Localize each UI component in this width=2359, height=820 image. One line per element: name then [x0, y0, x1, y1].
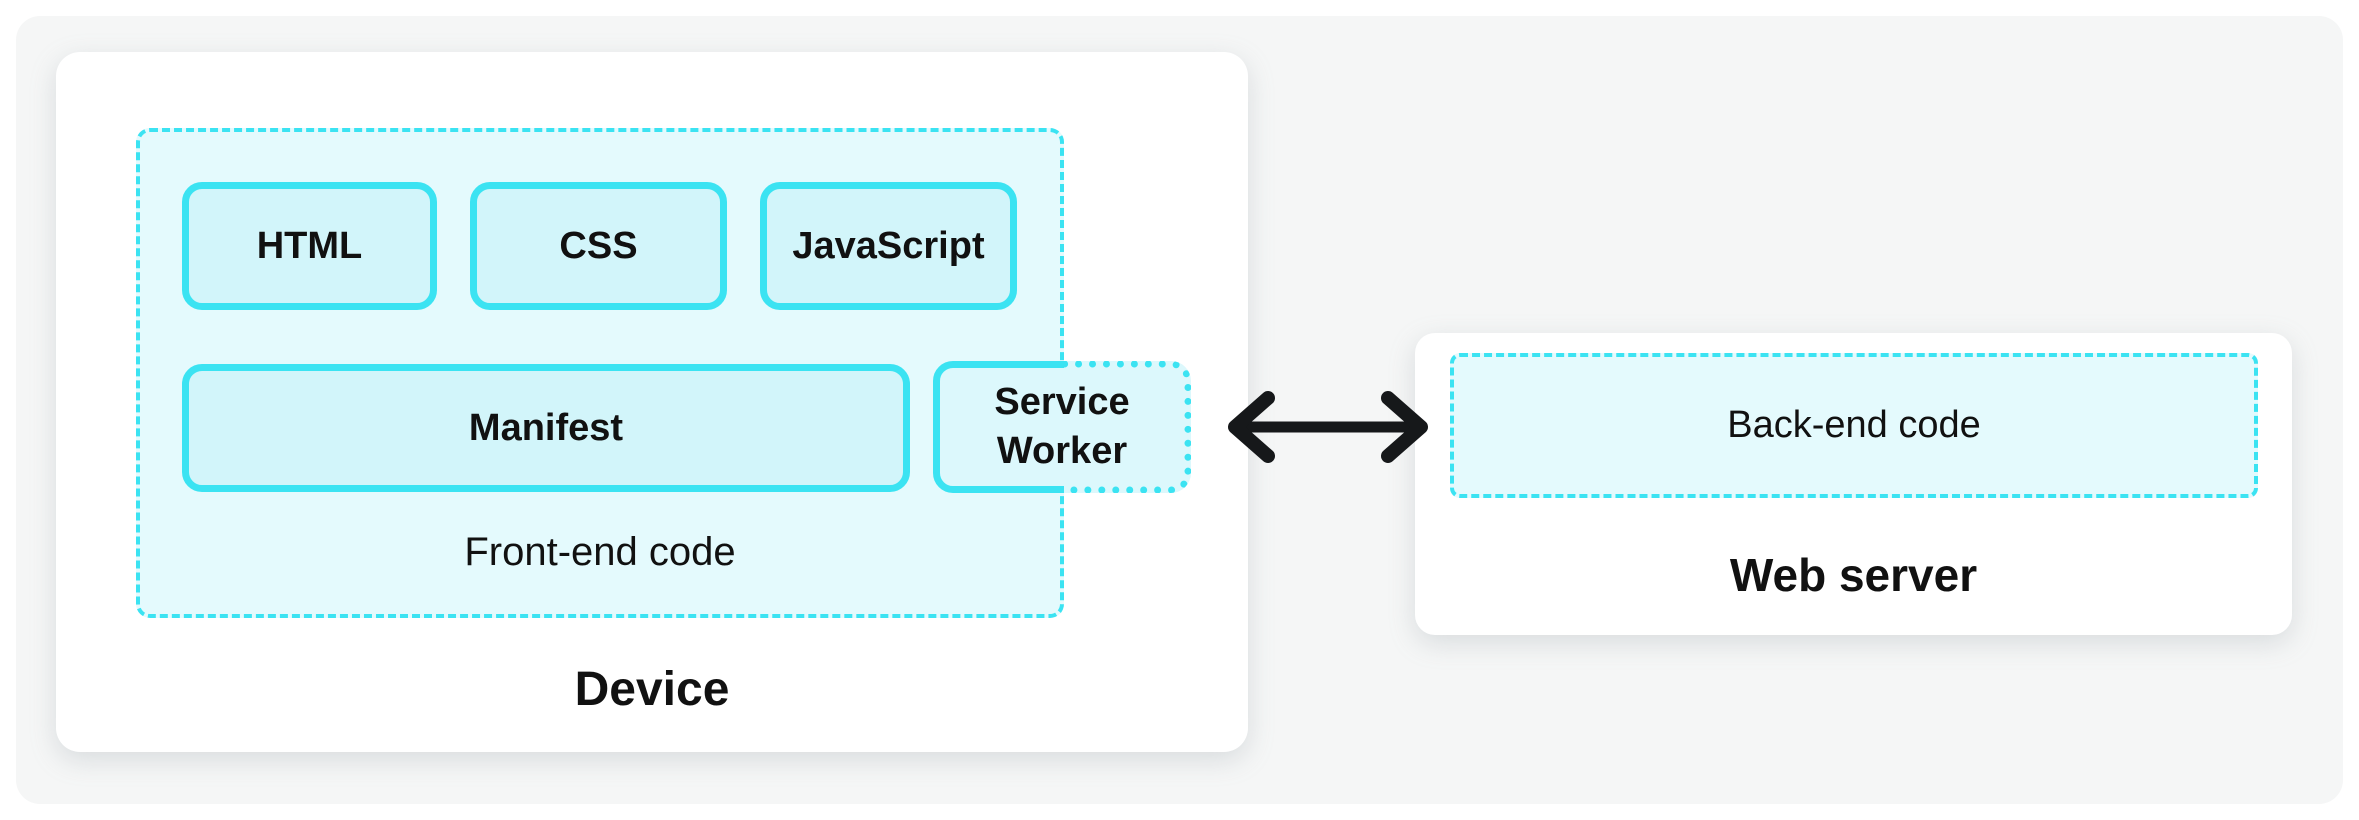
box-css-label: CSS — [559, 224, 638, 267]
box-manifest-label: Manifest — [468, 406, 624, 449]
box-service-worker: Service Worker — [933, 361, 1191, 493]
box-css: CSS — [470, 182, 727, 310]
bidirectional-arrow-icon — [1222, 387, 1434, 467]
box-html-label: HTML — [256, 224, 363, 267]
box-javascript-label: JavaScript — [792, 224, 985, 267]
service-worker-fill: Service Worker — [933, 361, 1191, 493]
box-html: HTML — [182, 182, 437, 310]
backend-code-box: Back-end code — [1450, 353, 2258, 498]
web-server-label: Web server — [1729, 549, 1978, 601]
box-javascript: JavaScript — [760, 182, 1017, 310]
device-label: Device — [574, 663, 730, 716]
frontend-code-label: Front-end code — [464, 530, 736, 574]
backend-code-label: Back-end code — [1727, 404, 1981, 446]
box-service-worker-label: Service Worker — [994, 380, 1130, 472]
box-manifest: Manifest — [182, 364, 910, 492]
